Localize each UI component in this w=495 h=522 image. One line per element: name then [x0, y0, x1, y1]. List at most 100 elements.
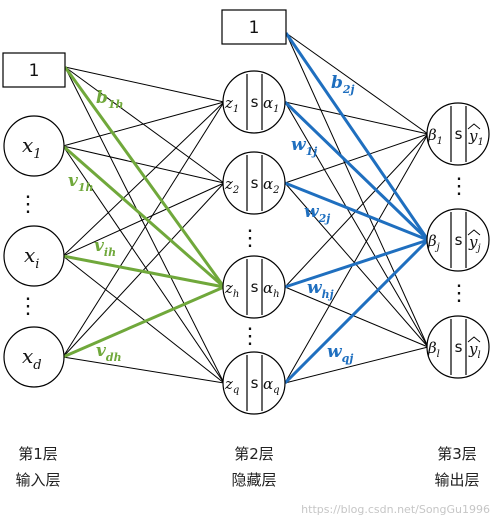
output-node-l-beta: β	[427, 339, 437, 357]
svg-text:αh: αh	[263, 279, 280, 300]
weight-vdh-base: v	[96, 341, 107, 361]
blue-connection-0	[284, 32, 430, 241]
output-node-1: β1 s y1	[426, 102, 490, 166]
output-node-l-yhatsub: l	[477, 350, 480, 361]
hidden-node-2: z2 s α2	[222, 151, 286, 215]
connection-in3-hid0	[62, 101, 225, 358]
connection-hid3-out2	[284, 286, 429, 348]
input-bias-label: 1	[29, 61, 40, 81]
output-node-j-yhat: y	[468, 233, 478, 251]
connection-in0-hid1	[64, 66, 225, 184]
weight-vih-base: v	[94, 236, 105, 256]
green-connection-1	[62, 144, 225, 289]
output-node-1-betasub: 1	[437, 136, 443, 147]
weight-w2j-base: w	[304, 202, 320, 222]
svg-text:vdh: vdh	[96, 341, 122, 364]
blue-connection-1	[283, 100, 430, 242]
weight-b2j-base: b	[331, 73, 343, 93]
green-connection-2	[62, 254, 225, 289]
output-node-1-yhatsub: 1	[477, 137, 483, 148]
layer-1-number: 第1层	[18, 445, 58, 463]
layer-3-name: 输出层	[434, 471, 479, 489]
hidden-node-q-zsub: q	[233, 385, 239, 396]
hidden-node-1: z1 s α1	[222, 70, 286, 134]
connection-hid1-out0	[284, 101, 429, 135]
svg-text:zq: zq	[224, 375, 239, 396]
svg-text:b2j: b2j	[331, 73, 355, 96]
hidden-node-q: zq s αq	[222, 351, 286, 415]
layer-1-name: 输入层	[15, 471, 60, 489]
output-ellipsis-lower: ⋮	[448, 281, 470, 306]
connection-in2-hid0	[62, 101, 225, 257]
green-weight-labels: b1h v1h vih vdh	[68, 88, 124, 364]
weight-b1h-base: b	[96, 88, 108, 108]
svg-text:βj: βj	[427, 232, 440, 253]
svg-text:βl: βl	[427, 339, 440, 360]
hidden-node-2-s: s	[251, 174, 259, 192]
svg-text:z1: z1	[224, 94, 239, 115]
connection-hid4-out2	[284, 346, 429, 384]
hidden-node-h-alpha: α	[263, 279, 273, 297]
hidden-node-h-zsub: h	[233, 289, 239, 300]
hidden-node-q-alphasub: q	[273, 385, 279, 396]
input-node-d-sub: d	[33, 358, 41, 373]
svg-text:b1h: b1h	[96, 88, 124, 111]
weight-vdh-sub: dh	[106, 351, 122, 364]
svg-text:yl: yl	[468, 340, 481, 361]
weight-v1h-base: v	[68, 171, 79, 191]
output-node-1-yhat: y	[468, 127, 478, 145]
connection-hid1-out2	[284, 101, 429, 348]
svg-text:αq: αq	[263, 375, 280, 396]
output-node-j-betasub: j	[435, 242, 440, 253]
connection-in1-hid3	[62, 145, 225, 384]
svg-text:v1h: v1h	[68, 171, 94, 194]
hidden-ellipsis-upper: ⋮	[239, 226, 261, 251]
input-node-i: xi	[3, 225, 65, 287]
connection-hid2-out0	[284, 133, 429, 184]
weight-w2j-sub: 2j	[318, 212, 331, 225]
output-node-1-beta: β	[427, 126, 437, 144]
input-node-d-var: x	[22, 344, 33, 368]
hidden-node-2-zsub: 2	[232, 185, 239, 196]
weight-wqj-sub: qj	[342, 352, 354, 365]
layer-captions: 第1层 输入层 第2层 隐藏层 第3层 输出层	[15, 445, 479, 489]
green-connection-0	[63, 66, 226, 288]
green-connection-3	[62, 285, 225, 359]
hidden-bias-label: 1	[249, 18, 260, 38]
hidden-node-q-alpha: α	[263, 375, 273, 393]
hidden-bias-node: 1	[221, 9, 287, 45]
svg-text:xd: xd	[22, 344, 42, 373]
svg-text:α2: α2	[263, 175, 280, 196]
input-ellipsis-upper: ⋮	[17, 192, 39, 217]
connection-in3-hid3	[62, 356, 225, 384]
svg-text:β1: β1	[427, 126, 443, 147]
input-ellipsis-lower: ⋮	[17, 294, 39, 319]
hidden-node-q-s: s	[251, 374, 259, 392]
connection-hid4-out0	[284, 133, 429, 384]
svg-text:z2: z2	[224, 175, 239, 196]
svg-text:α1: α1	[263, 94, 280, 115]
hidden-node-q-z: z	[224, 375, 233, 393]
weight-whj-sub: hj	[322, 288, 334, 301]
svg-text:yj: yj	[468, 233, 481, 254]
hidden-node-1-s: s	[251, 93, 259, 111]
svg-text:w2j: w2j	[304, 202, 330, 225]
hidden-node-h-z: z	[224, 279, 233, 297]
connection-in0-hid3	[64, 66, 225, 384]
input-node-d: xd	[3, 326, 65, 388]
layer-2-name: 隐藏层	[231, 471, 276, 489]
connection-in1-hid0	[62, 101, 225, 147]
svg-text:w1j: w1j	[291, 135, 317, 158]
output-node-j-yhatsub: j	[475, 243, 480, 254]
svg-text:vih: vih	[94, 236, 116, 259]
hidden-node-2-alpha: α	[263, 175, 273, 193]
svg-text:xi: xi	[24, 243, 39, 272]
svg-text:y1: y1	[468, 127, 484, 148]
watermark-text: https://blog.csdn.net/SongGu1996	[301, 503, 490, 516]
output-node-l-betasub: l	[437, 349, 440, 360]
blue-connection-2	[284, 181, 429, 242]
blue-connection-3	[284, 238, 429, 289]
connection-in1-hid1	[62, 145, 225, 184]
hidden-ellipsis-lower: ⋮	[239, 324, 261, 349]
